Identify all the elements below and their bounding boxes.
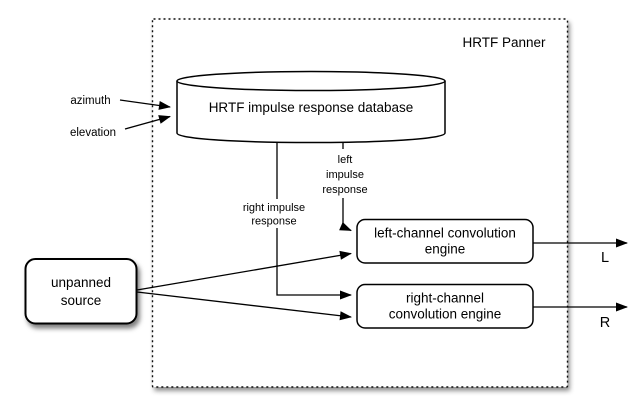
source-to-left-engine-arrow <box>136 250 352 291</box>
left-impulse-label-line1: left <box>338 154 353 166</box>
azimuth-arrow <box>119 99 171 110</box>
right-impulse-label-line1: right impulse <box>243 202 305 214</box>
left-convolution-engine-box <box>356 218 534 264</box>
panel-title: HRTF Panner <box>462 35 546 50</box>
right-engine-label-line2: convolution engine <box>389 307 502 322</box>
right-impulse-label-backing <box>233 199 317 228</box>
left-impulse-label-line3: response <box>322 184 367 196</box>
left-engine-label-line2: engine <box>425 242 466 257</box>
left-impulse-label-backing <box>317 149 373 198</box>
left-impulse-label-line2: impulse <box>326 169 364 181</box>
unpanned-source-label-line1: unpanned <box>51 275 111 290</box>
right-engine-label-line1: right-channel <box>406 291 484 306</box>
left-output-label: L <box>601 250 609 266</box>
right-output-label: R <box>600 315 610 331</box>
unpanned-source-label-line2: source <box>61 293 102 308</box>
unpanned-source-box <box>24 258 138 325</box>
right-impulse-label-line2: response <box>251 216 296 228</box>
source-to-right-engine-arrow <box>136 291 352 321</box>
hrtf-database-label: HRTF impulse response database <box>209 100 414 115</box>
right-convolution-engine-box <box>356 283 534 329</box>
elevation-label: elevation <box>70 127 116 139</box>
hrtf-database-cylinder-top <box>176 70 446 92</box>
azimuth-label: azimuth <box>70 95 110 107</box>
elevation-arrow <box>124 115 171 130</box>
left-engine-label-line1: left-channel convolution <box>374 226 516 241</box>
hrtf-database-cylinder-body <box>176 81 446 144</box>
right-impulse-connector <box>276 136 352 300</box>
